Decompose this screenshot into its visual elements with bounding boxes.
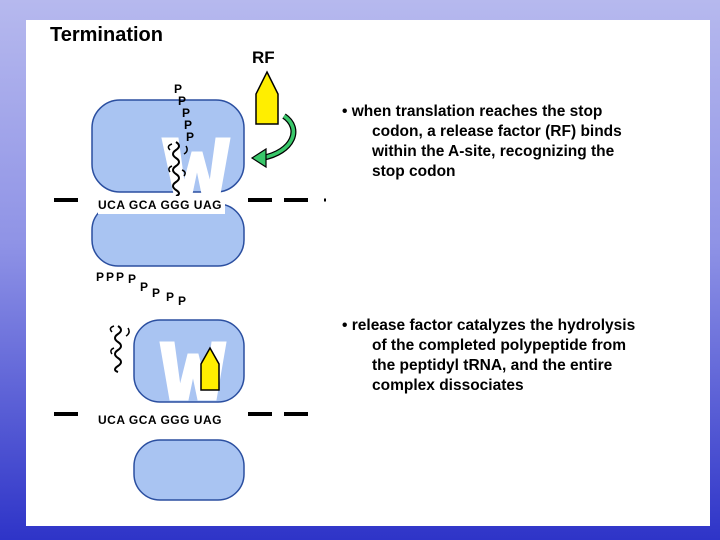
released-peptide-residue: P (106, 270, 115, 284)
peptide-residue: P (174, 82, 183, 96)
termination-diagram (54, 70, 326, 501)
bullet-line: codon, a release factor (RF) binds (372, 123, 622, 140)
bullet-line: • when translation reaches the stop (342, 103, 603, 120)
bullet-line: stop codon (372, 163, 456, 180)
mrna-sequence-top: UCA GCA GGG UAG (98, 196, 225, 214)
ribosome-small-subunit-bottom (133, 439, 245, 501)
slide-title: Termination (50, 24, 163, 46)
mrna-sequence-bottom: UCA GCA GGG UAG (98, 411, 225, 429)
peptide-residue: P (178, 94, 187, 108)
bullet-line: the peptidyl tRNA, and the entire (372, 357, 613, 374)
bullet-binding: • when translation reaches the stop codo… (342, 102, 622, 182)
curved-arrow-icon (250, 113, 297, 169)
bullet-line: • release factor catalyzes the hydrolysi… (342, 317, 636, 334)
released-peptide-residue: P (140, 280, 149, 294)
peptide-residue: P (184, 118, 193, 132)
released-peptide-residue: P (128, 272, 137, 286)
ribosome-top-stage (54, 99, 326, 267)
released-peptide-residue: P (152, 286, 161, 300)
released-trna-loops-icon (109, 325, 130, 355)
ribosome-bottom-stage (54, 319, 308, 501)
bullet-line: complex dissociates (372, 377, 524, 394)
bullet-hydrolysis: • release factor catalyzes the hydrolysi… (342, 316, 635, 396)
peptide-residue: P (182, 106, 191, 120)
slide-panel: Termination RF P P P P P P P P P P P P P… (26, 20, 710, 526)
bullet-line: of the completed polypeptide from (372, 337, 627, 354)
bullet-line: within the A-site, recognizing the (372, 143, 615, 160)
released-peptide-residue: P (178, 294, 187, 308)
released-peptide-residue: P (116, 270, 125, 284)
pentagon-arrow-icon (255, 70, 279, 125)
trna-loops-icon (167, 143, 188, 177)
released-peptide-residue: P (166, 290, 175, 304)
released-peptide-residue: P (96, 270, 105, 284)
release-factor-bound-icon (200, 346, 220, 391)
peptide-residue: P (186, 130, 195, 144)
release-factor-label: RF (252, 48, 275, 67)
trna-cloverleaf-icon (172, 141, 180, 197)
released-trna-icon (114, 325, 122, 373)
